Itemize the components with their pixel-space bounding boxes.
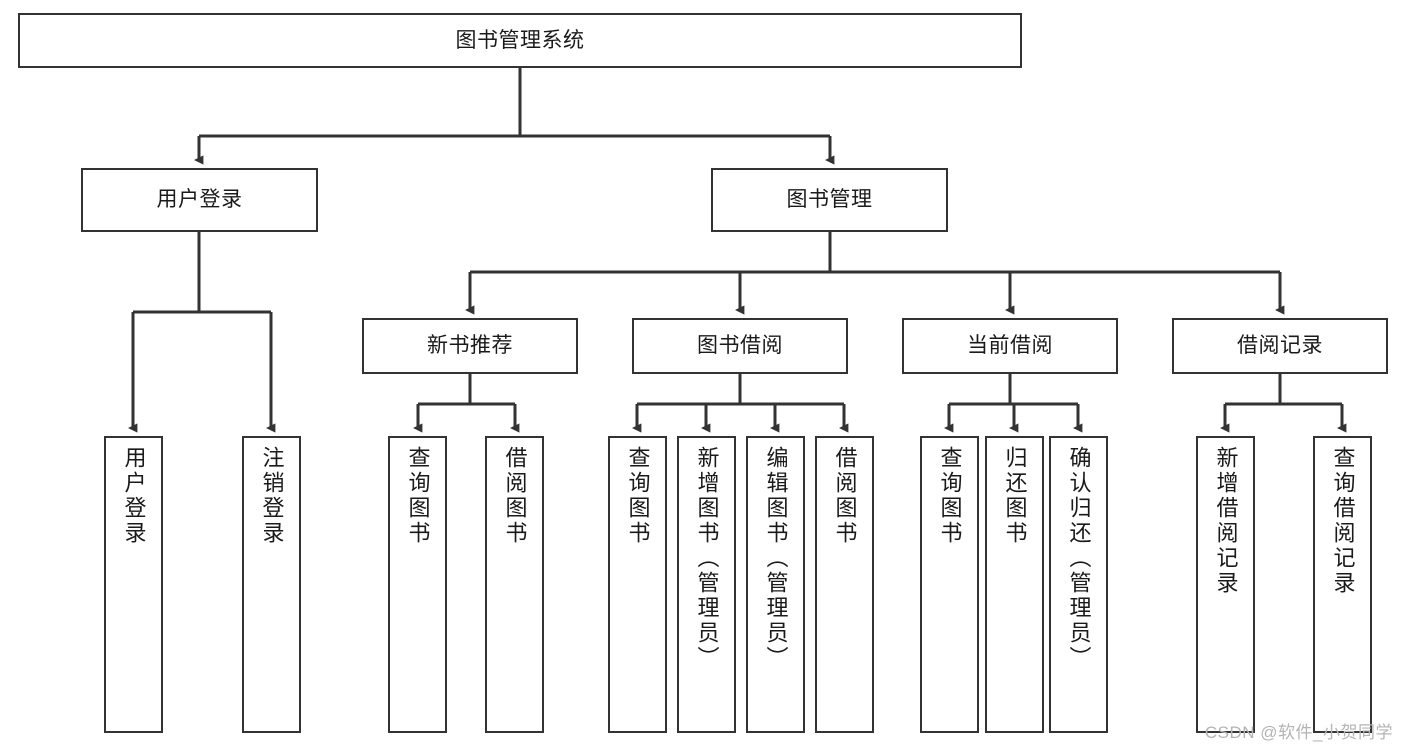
leaf-borrow-record-query-label: 查询借阅记录 bbox=[1330, 446, 1356, 596]
leaf-user-login-login[interactable]: 用户登录 bbox=[104, 436, 163, 733]
leaf-borrow-record-add[interactable]: 新增借阅记录 bbox=[1196, 436, 1255, 733]
node-borrow-record[interactable]: 借阅记录 bbox=[1172, 318, 1388, 374]
leaf-user-login-logout[interactable]: 注销登录 bbox=[242, 436, 301, 733]
node-current-borrow-label: 当前借阅 bbox=[967, 334, 1053, 358]
leaf-new-book-query[interactable]: 查询图书 bbox=[388, 436, 447, 733]
leaf-book-borrow-edit[interactable]: 编辑图书（管理员） bbox=[746, 436, 805, 733]
leaf-current-borrow-return-label: 归还图书 bbox=[1002, 446, 1028, 546]
node-book-management-label: 图书管理 bbox=[786, 188, 873, 212]
node-root-label: 图书管理系统 bbox=[455, 28, 585, 52]
leaf-book-borrow-borrow[interactable]: 借阅图书 bbox=[815, 436, 874, 733]
node-user-login-label: 用户登录 bbox=[156, 188, 243, 212]
leaf-book-borrow-query-label: 查询图书 bbox=[625, 446, 651, 546]
node-new-book-recommend[interactable]: 新书推荐 bbox=[362, 318, 578, 374]
leaf-current-borrow-confirm-return[interactable]: 确认归还（管理员） bbox=[1049, 436, 1108, 733]
leaf-new-book-borrow-label: 借阅图书 bbox=[502, 446, 528, 546]
node-current-borrow[interactable]: 当前借阅 bbox=[902, 318, 1118, 374]
leaf-user-login-login-label: 用户登录 bbox=[121, 446, 147, 546]
leaf-book-borrow-borrow-label: 借阅图书 bbox=[832, 446, 858, 546]
leaf-book-borrow-add-label: 新增图书（管理员） bbox=[694, 446, 720, 671]
node-book-management[interactable]: 图书管理 bbox=[711, 168, 948, 232]
leaf-borrow-record-add-label: 新增借阅记录 bbox=[1213, 446, 1239, 596]
node-borrow-record-label: 借阅记录 bbox=[1237, 334, 1323, 358]
node-book-borrow[interactable]: 图书借阅 bbox=[632, 318, 848, 374]
node-user-login[interactable]: 用户登录 bbox=[81, 168, 318, 232]
leaf-current-borrow-confirm-return-label: 确认归还（管理员） bbox=[1066, 446, 1092, 671]
leaf-book-borrow-edit-label: 编辑图书（管理员） bbox=[763, 446, 789, 671]
leaf-current-borrow-return[interactable]: 归还图书 bbox=[985, 436, 1044, 733]
node-root[interactable]: 图书管理系统 bbox=[18, 13, 1022, 68]
leaf-current-borrow-query[interactable]: 查询图书 bbox=[920, 436, 979, 733]
leaf-book-borrow-query[interactable]: 查询图书 bbox=[608, 436, 667, 733]
leaf-new-book-borrow[interactable]: 借阅图书 bbox=[485, 436, 544, 733]
leaf-current-borrow-query-label: 查询图书 bbox=[937, 446, 963, 546]
leaf-user-login-logout-label: 注销登录 bbox=[259, 446, 285, 546]
leaf-borrow-record-query[interactable]: 查询借阅记录 bbox=[1313, 436, 1372, 733]
leaf-new-book-query-label: 查询图书 bbox=[405, 446, 431, 546]
node-new-book-recommend-label: 新书推荐 bbox=[427, 334, 513, 358]
leaf-book-borrow-add[interactable]: 新增图书（管理员） bbox=[677, 436, 736, 733]
node-book-borrow-label: 图书借阅 bbox=[697, 334, 783, 358]
